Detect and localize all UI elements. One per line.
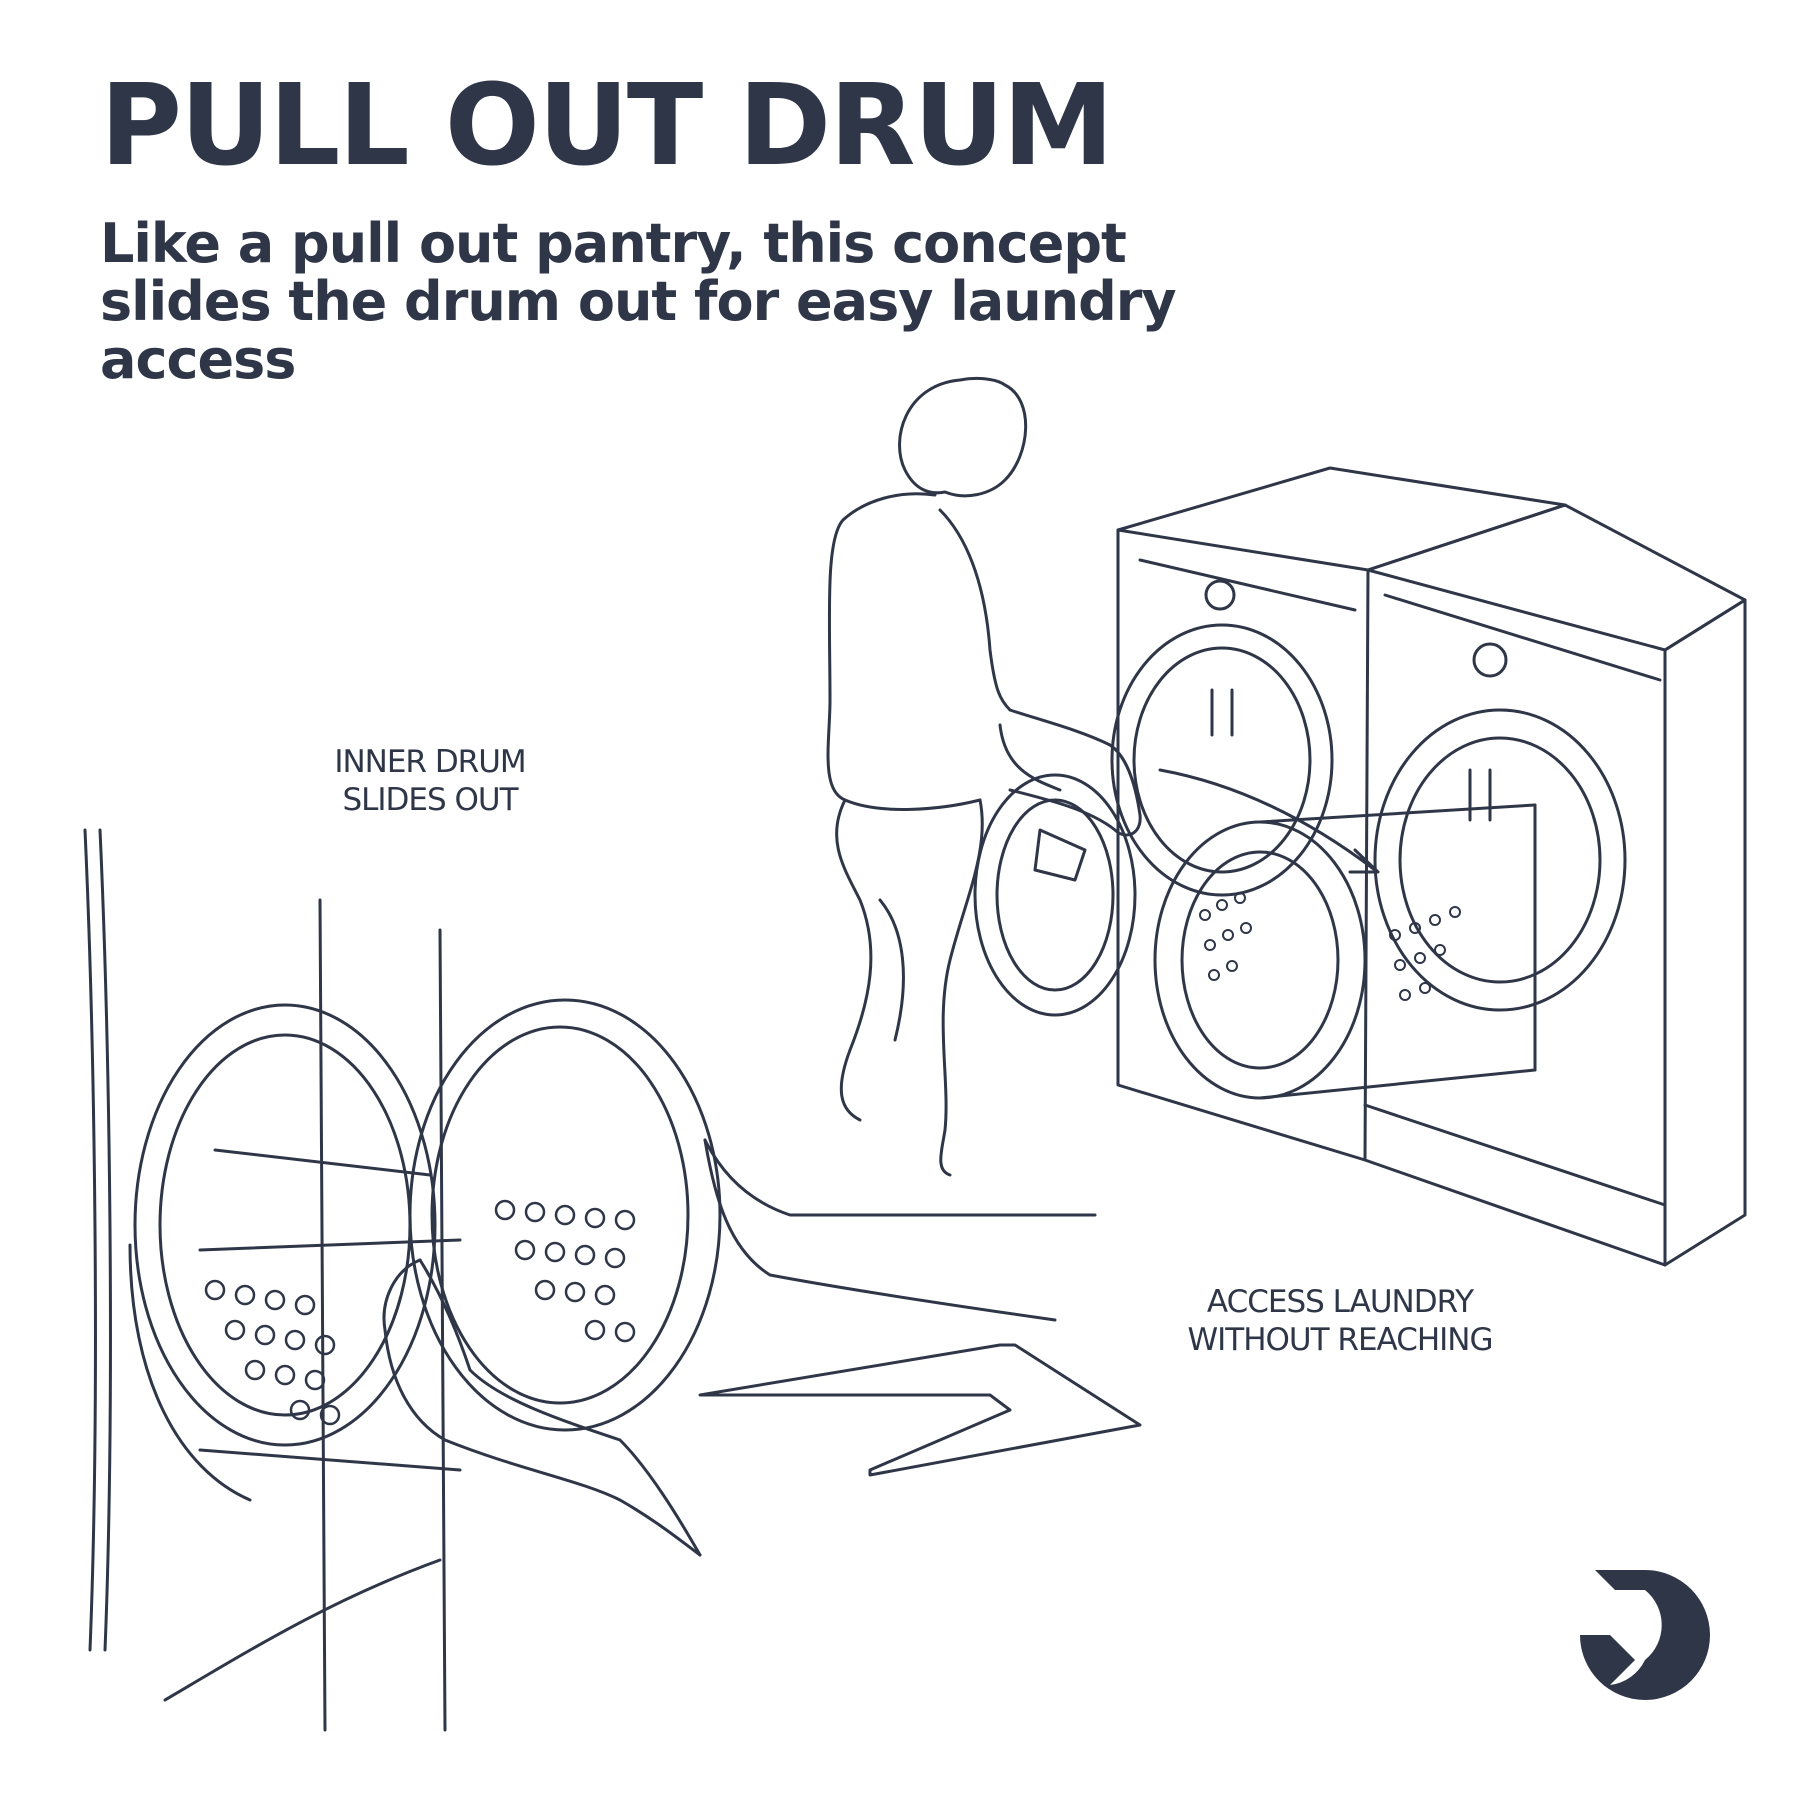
page-subtitle: Like a pull out pantry, this concept sli…	[100, 212, 1177, 391]
annotation-access-laundry: ACCESS LAUNDRY WITHOUT REACHING	[1187, 1284, 1493, 1358]
person-figure	[826, 376, 1142, 1177]
drum-closeup	[198, 998, 722, 1472]
brand-logo-icon	[1580, 1570, 1710, 1700]
hands-closeup	[382, 1138, 1097, 1557]
washer-right	[1363, 503, 1747, 1267]
drum-left-open	[973, 773, 1137, 1017]
slide-arrow-small	[1158, 768, 1380, 874]
annotation-inner-drum: INNER DRUM SLIDES OUT	[334, 744, 526, 818]
machine-closeup	[83, 828, 447, 1732]
page-title: PULL OUT DRUM	[100, 61, 1114, 191]
slide-arrow-large	[698, 1343, 1142, 1477]
washer-left	[1110, 466, 1567, 1162]
drum-pulled-out	[1153, 803, 1537, 1100]
